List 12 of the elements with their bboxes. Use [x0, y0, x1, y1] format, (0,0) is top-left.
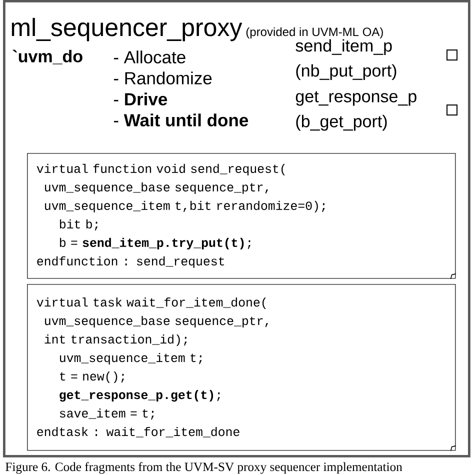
title: ml_sequencer_proxy — [12, 18, 242, 42]
port-label: get_response_p (b_get_port) — [296, 91, 416, 131]
step-item: - Drive — [114, 92, 168, 106]
step-item: - Allocate — [114, 50, 186, 64]
macro-name: `uvm_do — [12, 50, 82, 64]
caption: Figure 6. Code fragments from the UVM-SV proxy sequencer implementation — [6, 462, 402, 474]
step-item: - Randomize — [114, 72, 212, 84]
subtitle: (provided in UVM-ML OA) — [246, 27, 383, 38]
code-box: virtual task wait_for_item_done( uvm_sequence_base sequence_ptr, int transaction_id); uvm_sequence_item t; t = new(); get_response_p.get(t); save_item = t; endtask : wait_for_item_done — [27, 284, 456, 452]
step-item: - Wait until done — [114, 114, 248, 126]
port-label: send_item_p (nb_put_port) — [296, 39, 396, 80]
code-box: virtual function void send_request( uvm_sequence_base sequence_ptr, uvm_sequence_item t,bit rerandomize=0); bit b; b = send_item_p.try_put(t); endfunction : send_request — [27, 153, 456, 280]
